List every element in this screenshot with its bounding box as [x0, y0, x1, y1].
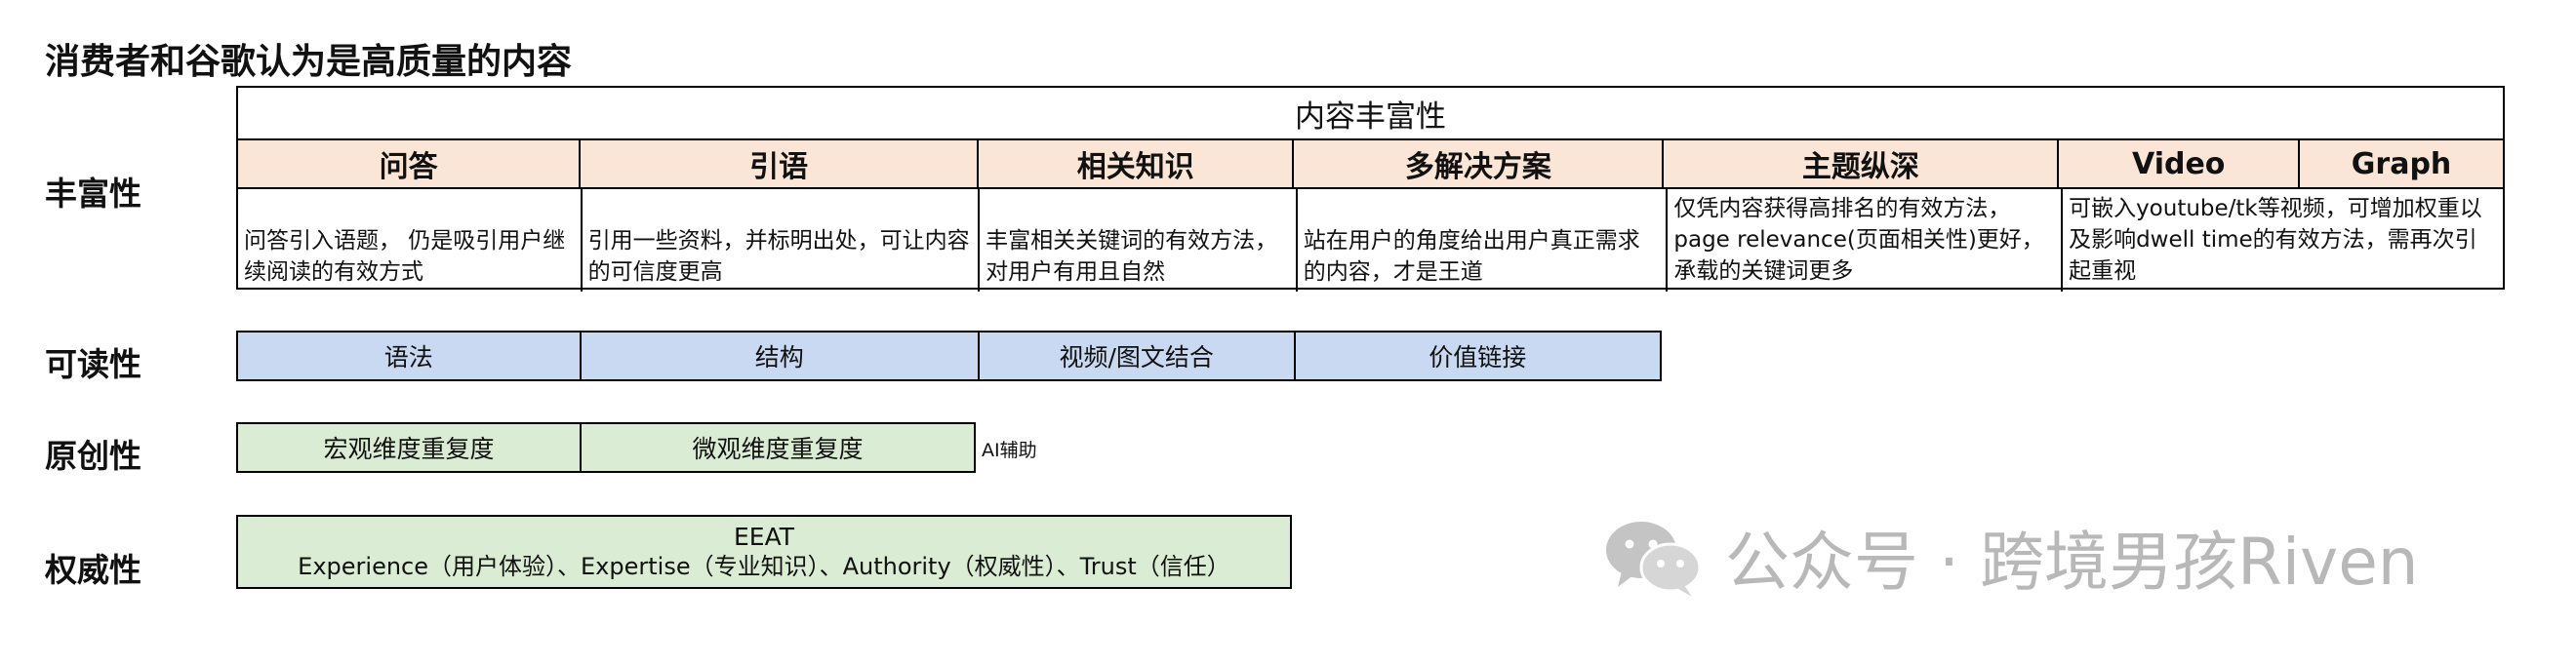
- readability-value-links: 价值链接: [1429, 343, 1527, 372]
- desc-topic-depth: 仅凭内容获得高排名的有效方法，page relevance(页面相关性)更好，承…: [1668, 189, 2064, 292]
- page-title: 消费者和谷歌认为是高质量的内容: [45, 42, 573, 82]
- header-graph: Graph: [2351, 146, 2452, 181]
- readability-grammar: 语法: [238, 332, 582, 379]
- row-label-richness: 丰富性: [45, 175, 141, 213]
- header-topic-depth: 主题纵深: [1664, 140, 2060, 187]
- originality-note: AI辅助: [982, 440, 1037, 461]
- wechat-icon: [1606, 522, 1702, 597]
- watermark: 公众号 · 跨境男孩Riven: [1600, 515, 2419, 600]
- authority-detail: Experience（用户体验）、Expertise（专业知识）、Authori…: [298, 553, 1230, 580]
- header-multi-solution: 多解决方案: [1294, 140, 1665, 187]
- richness-desc-row: 问答引入语题， 仍是吸引用户继续阅读的有效方式 引用一些资料，并标明出处，可让内…: [238, 189, 2503, 292]
- header-video: Video: [2059, 140, 2301, 187]
- row-label-originality: 原创性: [45, 437, 141, 475]
- richness-group-header: 内容丰富性: [238, 88, 2503, 140]
- authority-box: EEAT Experience（用户体验）、Expertise（专业知识）、Au…: [236, 515, 1292, 589]
- richness-table: 内容丰富性 问答 引语 相关知识 多解决方案 主题纵深 Video Graph …: [236, 86, 2505, 292]
- originality-bar: 宏观维度重复度 微观维度重复度: [236, 422, 976, 473]
- desc-quote: 引用一些资料，并标明出处，可让内容的可信度更高: [583, 189, 981, 292]
- readability-video-image: 视频/图文结合: [980, 332, 1296, 379]
- watermark-text: 公众号 · 跨境男孩Riven: [1725, 525, 2419, 600]
- originality-macro: 宏观维度重复度: [238, 424, 583, 471]
- readability-bar: 语法 结构 视频/图文结合 价值链接: [236, 331, 1662, 381]
- richness-header-row: 问答 引语 相关知识 多解决方案 主题纵深 Video Graph: [238, 140, 2503, 189]
- readability-structure: 结构: [582, 332, 980, 379]
- row-label-authority: 权威性: [45, 551, 141, 589]
- desc-qa: 问答引入语题， 仍是吸引用户继续阅读的有效方式: [238, 189, 583, 292]
- desc-related-knowledge: 丰富相关关键词的有效方法，对用户有用且自然: [980, 189, 1298, 292]
- header-qa: 问答: [238, 140, 582, 187]
- originality-micro: 微观维度重复度: [692, 435, 864, 463]
- authority-heading: EEAT: [733, 523, 795, 551]
- desc-video-graph: 可嵌入youtube/tk等视频，可增加权重以及影响dwell time的有效方…: [2069, 196, 2482, 284]
- row-label-readability: 可读性: [45, 345, 141, 383]
- header-quote: 引语: [581, 140, 980, 187]
- header-related-knowledge: 相关知识: [979, 140, 1295, 187]
- desc-multi-solution: 站在用户的角度给出用户真正需求的内容，才是王道: [1298, 189, 1669, 292]
